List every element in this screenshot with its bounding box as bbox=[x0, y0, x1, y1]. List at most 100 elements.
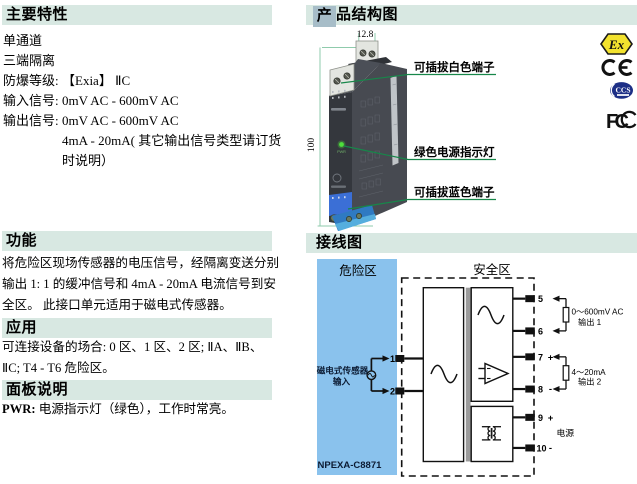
terminal-7-sign: + bbox=[548, 352, 554, 363]
device-body-front bbox=[329, 92, 352, 226]
terminal-10-sign: - bbox=[549, 443, 552, 454]
safe-zone-label: 安全区 bbox=[473, 262, 511, 277]
sensor-label-line2: 输入 bbox=[333, 376, 351, 387]
device-round-logo bbox=[332, 173, 342, 183]
application-line: 可连接设备的场合: 0 区、1 区、2 区; ⅡA、ⅡB、 bbox=[2, 340, 263, 354]
terminal-8-number: 8 bbox=[538, 385, 543, 395]
feature-row-input: 输入信号:0mV AC - 600mV AC bbox=[3, 93, 179, 108]
section-header-function: 功能 bbox=[2, 231, 272, 251]
output-wires bbox=[512, 297, 526, 450]
feature-row-output3: 时说明） bbox=[62, 153, 115, 168]
feature-row-channel: 单通道 bbox=[3, 33, 43, 48]
terminal-6-square bbox=[525, 327, 535, 335]
ce-mark-icon bbox=[601, 59, 633, 76]
sine-symbol-output bbox=[477, 305, 505, 325]
feature-row-output2: 4mA - 20mA( 其它输出信号类型请订货 bbox=[62, 133, 282, 148]
terminal-2-square bbox=[395, 387, 405, 395]
terminal-10-number: 10 bbox=[537, 443, 547, 453]
section-header-panel: 面板说明 bbox=[2, 380, 272, 400]
device-side-label bbox=[390, 75, 399, 166]
terminal-7-square bbox=[525, 353, 535, 361]
terminal-9-number: 9 bbox=[538, 413, 543, 423]
section-title-application: 应用 bbox=[6, 320, 38, 336]
dim-height-label: 100 bbox=[307, 138, 317, 153]
hazard-zone-label: 危险区 bbox=[339, 263, 377, 278]
terminal-5-square bbox=[525, 295, 535, 303]
load-resistor-2 bbox=[562, 365, 570, 381]
ccs-mark-icon: CCS bbox=[610, 82, 633, 99]
terminal-6-number: 6 bbox=[538, 326, 543, 336]
terminal-8-sign: - bbox=[549, 384, 552, 395]
wiring-diagram: 危险区 安全区 bbox=[317, 259, 624, 477]
terminal-9-sign: + bbox=[548, 413, 554, 424]
ccs-text: CCS bbox=[615, 86, 630, 95]
transformer-symbol bbox=[481, 426, 501, 441]
output2-range-label: 4～20mA bbox=[572, 368, 607, 377]
sensor-symbol bbox=[366, 355, 390, 395]
section-title-function: 功能 bbox=[6, 233, 38, 249]
output1-name-label: 输出 1 bbox=[578, 317, 602, 327]
device-power-led bbox=[339, 142, 344, 147]
terminal-1-number: 1 bbox=[390, 354, 395, 364]
feature-row-output: 输出信号:0mV AC - 600mV AC bbox=[3, 113, 179, 128]
callout-lines bbox=[340, 73, 496, 210]
callout-blue-terminal-label: 可插拔蓝色端子 bbox=[414, 185, 495, 199]
output-block bbox=[470, 287, 514, 402]
function-line: 将危险区现场传感器的电压信号，经隔离变送分别 bbox=[2, 256, 280, 270]
section-title-features: 主要特性 bbox=[6, 7, 69, 23]
load-group-2 bbox=[552, 353, 570, 393]
panel-paragraph: PWR: 电源指示灯（绿色），工作时常亮。 bbox=[2, 399, 234, 420]
load-group-1 bbox=[552, 295, 570, 334]
isolator-device-photo: PWR bbox=[329, 40, 407, 231]
section-header-application: 应用 bbox=[2, 318, 272, 338]
callout-led-label: 绿色电源指示灯 bbox=[414, 145, 495, 159]
section-title-panel: 面板说明 bbox=[6, 382, 69, 398]
output-terminal-squares bbox=[525, 295, 535, 452]
callout-white-terminal-label: 可插拔白色端子 bbox=[414, 60, 495, 74]
function-line: 全区。 此接口单元适用于磁电式传感器。 bbox=[2, 298, 232, 312]
product-structure-figure: 12.8 100 bbox=[307, 30, 637, 231]
device-white-terminal bbox=[329, 63, 355, 97]
function-line: 输出 1: 1 的缓冲信号和 4mA - 20mA 电流信号到安 bbox=[2, 277, 276, 291]
power-supply-label: 电源 bbox=[557, 427, 575, 438]
opamp-symbol bbox=[478, 362, 510, 385]
output-terminal-numbers: 5 6 7 8 9 10 bbox=[537, 294, 547, 453]
application-line: ⅡC; T4 - T6 危险区。 bbox=[2, 361, 115, 375]
isolator-dashed-outline bbox=[400, 277, 535, 477]
pwr-text: 电源指示灯（绿色），工作时常亮。 bbox=[38, 402, 234, 416]
output1-range-label: 0～600mV AC bbox=[572, 308, 624, 317]
structure-title-rest: 品结构图 bbox=[336, 7, 399, 23]
pwr-label: PWR: bbox=[2, 402, 36, 416]
atex-ex-icon: Ex bbox=[600, 33, 633, 55]
device-side-markings bbox=[358, 96, 384, 198]
terminal-9-square bbox=[525, 413, 535, 421]
terminal-10-square bbox=[525, 444, 535, 452]
section-header-features: 主要特性 bbox=[2, 5, 272, 25]
polarity-signs: + - + - bbox=[548, 352, 554, 454]
section-header-wiring: 接线图 bbox=[306, 233, 637, 253]
atex-ex-text: Ex bbox=[608, 37, 625, 52]
fcc-f-text: F bbox=[606, 111, 618, 133]
terminal-8-square bbox=[525, 385, 535, 393]
load-resistor-1 bbox=[562, 306, 570, 323]
terminal-1-square bbox=[395, 355, 405, 362]
sensor-label-line1: 磁电式传感器 bbox=[317, 365, 369, 376]
application-paragraph: 可连接设备的场合: 0 区、1 区、2 区; ⅡA、ⅡB、 ⅡC; T4 - T… bbox=[2, 337, 262, 379]
section-title-wiring: 接线图 bbox=[316, 235, 363, 251]
model-number: NPEXA-C8871 bbox=[318, 460, 383, 471]
terminal-7-number: 7 bbox=[538, 352, 543, 362]
isolation-barrier bbox=[465, 287, 471, 462]
fcc-mark-icon: F C bbox=[606, 110, 637, 133]
structure-title-first-char: 产 bbox=[313, 6, 336, 27]
sine-symbol-input bbox=[430, 364, 458, 384]
section-header-structure: 产 品结构图 bbox=[306, 5, 637, 27]
dim-width-label: 12.8 bbox=[357, 30, 374, 40]
feature-row-exproof: 防爆等级:【Exia】 ⅡC bbox=[3, 73, 131, 88]
device-brand-logo bbox=[331, 108, 346, 111]
feature-list: 单通道 三端隔离 防爆等级:【Exia】 ⅡC 输入信号:0mV AC - 60… bbox=[3, 31, 303, 171]
feature-row-isolation: 三端隔离 bbox=[3, 53, 56, 68]
terminal-2-number: 2 bbox=[390, 387, 395, 397]
output2-name-label: 输出 2 bbox=[578, 377, 602, 387]
hazard-zone-area bbox=[317, 259, 397, 475]
